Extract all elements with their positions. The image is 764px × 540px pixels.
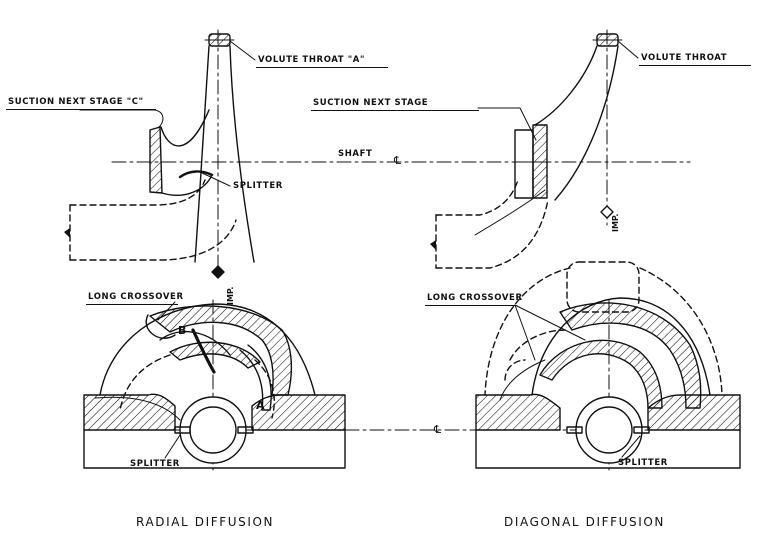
leader-splitter-bottom-left: [165, 435, 180, 458]
leader-long-crossover-right: [515, 305, 535, 360]
left-bottom-section: [84, 300, 345, 470]
leader-suction-next-stage-c: [80, 110, 163, 128]
underline-volute-throat-a: [256, 67, 388, 68]
right-casing-base: [476, 394, 560, 430]
suction-next-stage-c-section: [150, 127, 162, 193]
left-top-section: [64, 30, 255, 280]
label-splitter-bottom-right: SPLITTER: [618, 458, 668, 468]
suction-next-stage-section: [515, 130, 533, 198]
label-long-crossover-right: LONG CROSSOVER: [427, 293, 523, 303]
label-imp-left: IMP.: [226, 286, 235, 305]
leader-volute-throat-a: [230, 41, 255, 60]
right-crossover-passage: [560, 303, 701, 408]
leader-long-crossover-left: [158, 302, 175, 320]
label-suction-next-stage-c: SUCTION NEXT STAGE "C": [8, 97, 144, 107]
left-crossover-passage: [150, 306, 291, 395]
caption-diagonal-diffusion: DIAGONAL DIFFUSION: [504, 515, 665, 529]
underline-suction-next-stage-c: [6, 109, 156, 110]
label-shaft: SHAFT: [338, 149, 373, 159]
label-point-b: B: [178, 324, 187, 337]
underline-suction-next-stage: [311, 110, 479, 111]
underline-volute-throat: [639, 65, 751, 66]
label-suction-next-stage: SUCTION NEXT STAGE: [313, 98, 429, 108]
right-top-section: [430, 30, 638, 268]
underline-long-crossover-left: [86, 304, 178, 305]
caption-radial-diffusion: RADIAL DIFFUSION: [136, 515, 275, 529]
label-volute-throat: VOLUTE THROAT: [641, 53, 728, 63]
label-volute-throat-a: VOLUTE THROAT "A": [258, 55, 365, 65]
label-splitter-bottom-left: SPLITTER: [130, 459, 180, 469]
label-splitter-top-left: SPLITTER: [233, 181, 283, 191]
label-long-crossover-left: LONG CROSSOVER: [88, 292, 184, 302]
label-imp-right: IMP.: [611, 213, 620, 232]
leader-splitter-bottom-right: [622, 436, 640, 457]
leader-volute-throat: [618, 41, 638, 58]
centerline-symbol-bottom: ℄: [434, 423, 442, 436]
right-bottom-section: [476, 262, 740, 470]
leader-splitter-top-left: [200, 172, 230, 186]
underline-long-crossover-right: [425, 305, 517, 306]
centerline-symbol-shaft: ℄: [394, 154, 402, 167]
left-casing-base: [84, 394, 175, 430]
label-point-a: A: [256, 399, 265, 412]
leader-suction-next-stage: [478, 108, 536, 140]
